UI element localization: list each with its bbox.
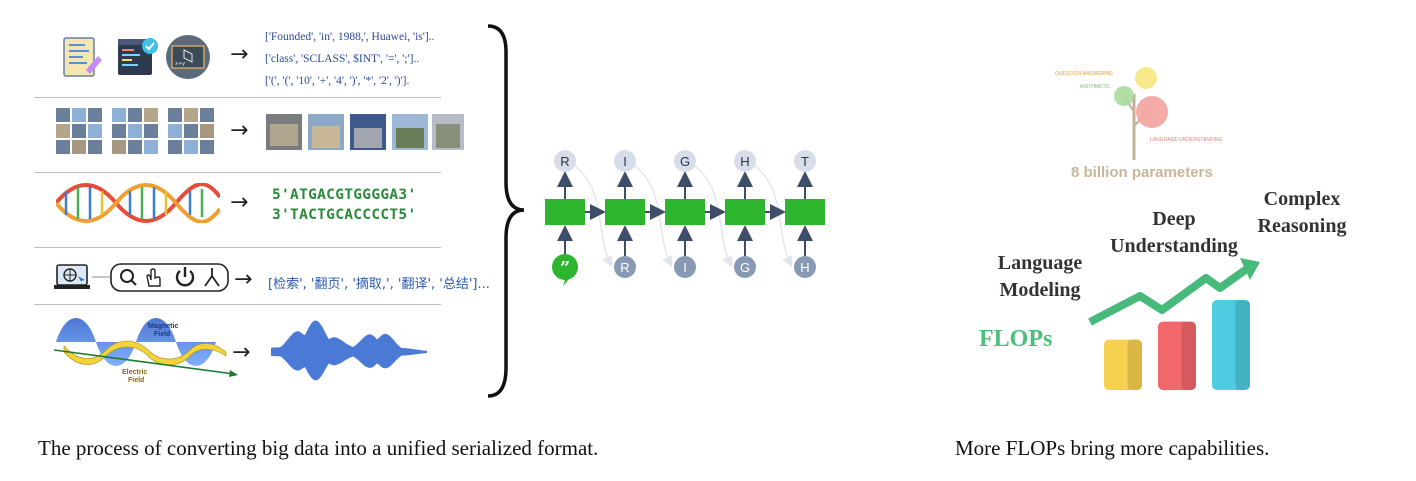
conversion-arrow: →: [230, 190, 249, 215]
code-tokens: ['class', 'SCLASS', $INT', '=', ';']..: [265, 53, 420, 65]
input-node: I: [674, 256, 696, 278]
svg-text:x+y: x+y: [175, 61, 185, 67]
flops-bar: [1158, 321, 1196, 390]
document-icon: [63, 37, 102, 77]
dna-helix-icon: [56, 183, 220, 223]
input-node-circle: [674, 256, 696, 278]
conversion-arrow: →: [230, 118, 249, 143]
row-divider: [34, 172, 441, 173]
output-node: H: [734, 150, 756, 172]
rnn-cell: [665, 199, 705, 225]
magnetic-field-label: Field: [154, 331, 171, 338]
action-icons: [54, 263, 229, 292]
capability-deep-understanding: Deep Understanding: [1110, 208, 1238, 257]
math-board-icon: x+y: [166, 35, 210, 79]
output-node: T: [794, 150, 816, 172]
dna-sequence-top: 5'ATGACGTGGGGA3': [272, 187, 417, 203]
image-patches-icon: [56, 108, 214, 154]
output-node: R: [554, 150, 576, 172]
electromagnetic-wave-icon: [54, 318, 238, 377]
flops-label: FLOPs: [979, 326, 1053, 352]
language-understanding-label: LANGUAGE UNDERSTANDING: [1150, 137, 1223, 143]
question-answering-label: QUESTION ANSWERING: [1055, 71, 1114, 77]
row-divider: [34, 304, 441, 305]
conversion-arrow: →: [232, 340, 251, 365]
output-node-circle: [674, 150, 696, 172]
input-node: H: [794, 256, 816, 278]
row-divider: [34, 97, 441, 98]
rnn-cell: [785, 199, 825, 225]
trend-arrow-head: [1240, 258, 1260, 280]
arithmetic-label: ARITHMETIC: [1080, 84, 1111, 90]
output-node-label: I: [623, 154, 627, 169]
action-tokens: [检索', '翻页', '摘取,', '翻译', '总结']...: [268, 277, 490, 292]
flops-bar-graphic: [1088, 258, 1260, 390]
row-divider: [34, 247, 441, 248]
merge-icon: [204, 268, 220, 287]
flops-bar-body: [1212, 300, 1250, 390]
output-node: G: [674, 150, 696, 172]
quote-icon: ”: [552, 254, 578, 286]
rnn-cell: [605, 199, 645, 225]
output-node: I: [614, 150, 636, 172]
rnn-cells: [545, 199, 825, 225]
output-node-circle: [794, 150, 816, 172]
input-node-label: H: [800, 260, 809, 275]
output-node-label: R: [560, 154, 569, 169]
pointer-hand-icon: [146, 268, 161, 287]
audio-waveform-icon: [271, 320, 427, 381]
dna-sequence-bottom: 3'TACTGCACCCCT5': [272, 207, 417, 223]
math-tokens: ['(', '(', '10', '+', '4', ')', '*', '2'…: [265, 75, 410, 87]
image-sequence-icon: [266, 114, 464, 150]
left-caption: The process of converting big data into …: [38, 436, 599, 460]
flops-bar: [1212, 300, 1250, 390]
rnn-cell: [725, 199, 765, 225]
magnetic-label: Magnetic: [148, 323, 179, 330]
output-node-circle: [734, 150, 756, 172]
text-tokens: ['Founded', 'in', 1988,', Huawei, 'is'].…: [265, 31, 435, 43]
power-icon: [175, 267, 195, 287]
document-code-math-icons: x+y: [63, 35, 210, 79]
rnn-cell: [545, 199, 585, 225]
flops-bar-body: [1104, 339, 1142, 390]
output-node-label: T: [801, 154, 809, 169]
capability-language-modeling: Language Modeling: [997, 252, 1083, 301]
svg-text:”: ”: [560, 258, 570, 279]
input-node: R: [614, 256, 636, 278]
output-node-label: H: [740, 154, 749, 169]
right-caption: More FLOPs bring more capabilities.: [955, 436, 1270, 460]
input-node-circle: [734, 256, 756, 278]
input-node-label: I: [683, 260, 687, 275]
flow-arrows: [557, 171, 813, 256]
electric-field-label: Field: [128, 377, 145, 384]
web-laptop-icon: [54, 264, 90, 289]
parameter-count: 8 billion parameters: [1071, 164, 1213, 181]
electric-label: Electric: [122, 369, 148, 376]
flops-bar: [1104, 339, 1142, 390]
capability-complex-reasoning: Complex Reasoning: [1257, 188, 1347, 237]
conversion-arrow: →: [230, 42, 249, 67]
flops-bar-body: [1158, 321, 1196, 390]
flops-bar-shade: [1181, 321, 1196, 390]
output-node-circle: [614, 150, 636, 172]
flops-bars: [1104, 300, 1250, 390]
conversion-arrow: →: [234, 267, 253, 292]
input-node-circle: [614, 256, 636, 278]
search-icon: [120, 269, 137, 286]
trend-arrow-line: [1088, 264, 1251, 326]
output-node-label: G: [680, 154, 690, 169]
flops-bar-shade: [1127, 339, 1142, 390]
input-node-label: R: [620, 260, 629, 275]
flops-bar-shade: [1235, 300, 1250, 390]
curly-brace: [487, 24, 525, 398]
input-node-label: G: [740, 260, 750, 275]
input-node-circle: [794, 256, 816, 278]
input-node: G: [734, 256, 756, 278]
output-node-circle: [554, 150, 576, 172]
code-editor-icon: [118, 38, 158, 75]
parameter-tree-icon: [1114, 67, 1168, 160]
sequence-model-diagram: R I G H T R I G H ”: [545, 150, 825, 286]
